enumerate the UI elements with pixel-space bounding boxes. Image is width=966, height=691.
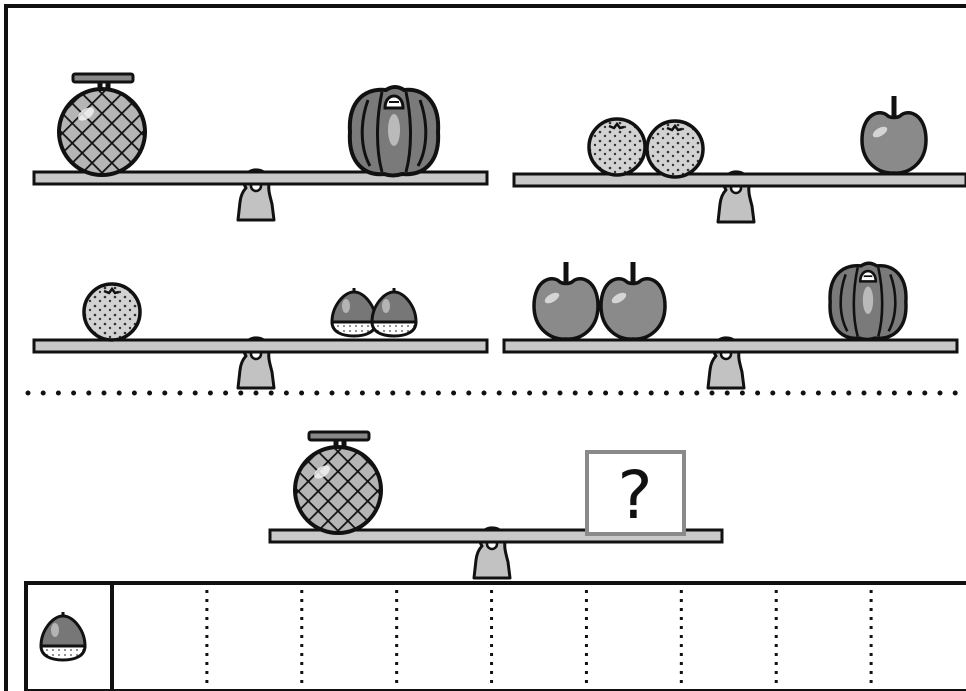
apple-icon	[601, 262, 665, 339]
melon-icon	[59, 74, 145, 175]
chestnut-icon	[332, 288, 376, 336]
scale-2-beam	[514, 174, 966, 186]
scale-4	[504, 262, 957, 388]
apple-icon	[534, 262, 598, 339]
orange-icon	[589, 119, 645, 175]
answer-box-5[interactable]	[494, 585, 585, 689]
answer-box-9[interactable]	[873, 585, 964, 689]
scale-2	[514, 96, 966, 222]
answer-box-7[interactable]	[683, 585, 774, 689]
answer-box-1[interactable]	[114, 585, 205, 689]
answer-box-4[interactable]	[399, 585, 490, 689]
answer-strip	[26, 583, 966, 691]
pumpkin-icon	[830, 263, 906, 339]
scale-3-beam	[34, 340, 487, 352]
answer-box-6[interactable]	[588, 585, 679, 689]
answer-boxes	[114, 585, 964, 689]
chestnut-icon	[372, 288, 416, 336]
orange-icon	[84, 284, 140, 340]
answer-box-8[interactable]	[778, 585, 869, 689]
apple-icon	[862, 96, 926, 173]
question-scale: ?	[270, 432, 722, 578]
answer-box-2[interactable]	[209, 585, 300, 689]
scale-1	[34, 74, 487, 220]
pumpkin-icon	[350, 87, 438, 176]
question-mark: ?	[617, 457, 652, 534]
melon-icon	[295, 432, 381, 533]
orange-icon	[647, 121, 703, 177]
scale-4-beam	[504, 340, 957, 352]
scale-3	[34, 284, 487, 388]
answer-box-3[interactable]	[304, 585, 395, 689]
